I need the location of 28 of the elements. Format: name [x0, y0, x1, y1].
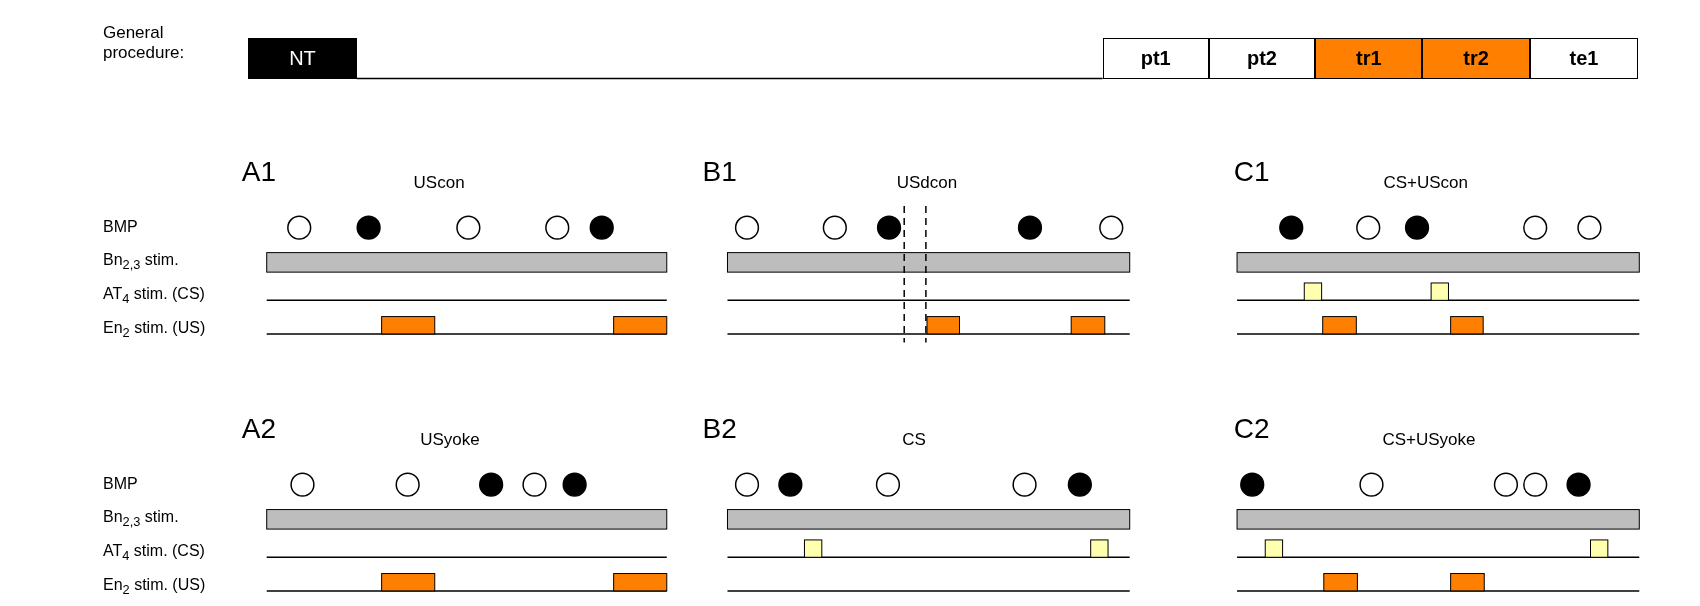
condition-title: CS+UScon — [1383, 173, 1468, 194]
phase-box: tr1 — [1315, 37, 1423, 80]
row-label: BMP — [103, 216, 138, 236]
row-label: AT$_{4}$ stim. (CS) — [103, 284, 205, 307]
panel-label: C2 — [1233, 412, 1270, 446]
condition-title: USyoke — [420, 430, 480, 451]
phase-box: pt1 — [1102, 37, 1209, 80]
row-label: Bn$_{2,3}$ stim. — [103, 507, 179, 530]
phase-box: pt2 — [1208, 37, 1316, 80]
phase-box: tr2 — [1422, 37, 1530, 80]
condition-title: USdcon — [896, 173, 958, 194]
row-label: En$_{2}$ stim. (US) — [103, 317, 206, 340]
condition-title: UScon — [413, 173, 465, 194]
row-label: BMP — [103, 473, 138, 493]
panel-label: B2 — [702, 412, 737, 446]
panel-label: C1 — [1233, 155, 1270, 189]
row-label: En$_{2}$ stim. (US) — [103, 574, 206, 597]
row-label: AT$_{4}$ stim. (CS) — [103, 541, 205, 564]
row-label: Bn$_{2,3}$ stim. — [103, 250, 179, 273]
phase-box: NT — [248, 37, 357, 80]
timeline-connector — [355, 77, 1104, 80]
procedure-label: General procedure: — [103, 22, 186, 64]
condition-title: CS — [902, 430, 926, 451]
panel-label: A1 — [241, 155, 276, 189]
phase-box: te1 — [1529, 37, 1639, 80]
condition-title: CS+USyoke — [1382, 430, 1476, 451]
panel-label: B1 — [702, 155, 737, 189]
panel-label: A2 — [241, 412, 276, 446]
